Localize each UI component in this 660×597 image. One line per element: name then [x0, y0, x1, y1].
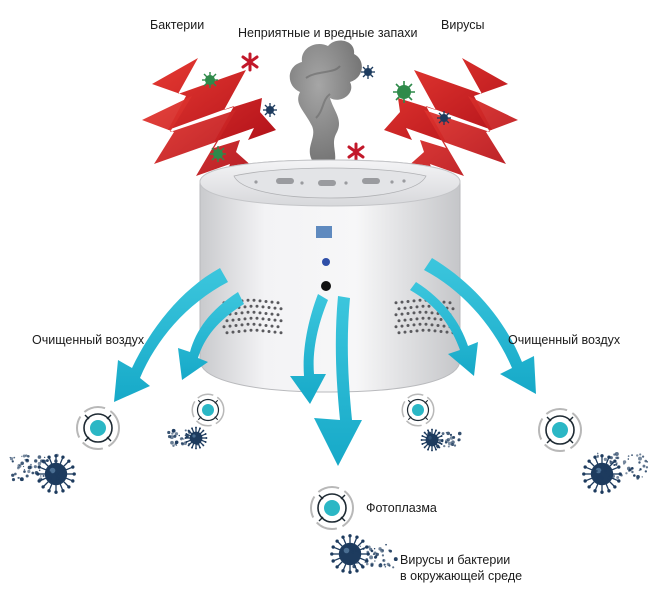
label-clean-air-left: Очищенный воздух [32, 333, 145, 347]
label-clean-air-right: Очищенный воздух [508, 333, 621, 347]
brand-logo-icon [316, 226, 332, 238]
label-environment-line1: Вирусы и бактерии [400, 553, 511, 567]
vent-grille [222, 298, 283, 335]
virus-icon [330, 534, 370, 574]
air-purifier-icon [199, 159, 461, 393]
label-photoplasma: Фотоплазма [366, 501, 437, 515]
virus-icon [184, 426, 208, 450]
indicator-light-icon [322, 258, 330, 266]
virus-icon [202, 52, 451, 162]
virus-cluster-icon [9, 426, 649, 574]
photoplasma-particle-icon [76, 393, 582, 530]
label-viruses: Вирусы [441, 18, 485, 32]
label-odors: Неприятные и вредные запахи [238, 26, 418, 40]
virus-icon [582, 454, 622, 494]
red-zigzag-arrow-icon [142, 58, 276, 176]
sensor-icon [321, 281, 331, 291]
smoke-plume-icon [289, 40, 362, 168]
virus-icon [420, 428, 444, 452]
cyan-curved-arrow-icon [114, 258, 536, 466]
label-environment-line2: в окружающей среде [400, 569, 523, 583]
red-zigzag-arrow-icon [384, 58, 518, 176]
label-bacteria: Бактерии [150, 18, 205, 32]
